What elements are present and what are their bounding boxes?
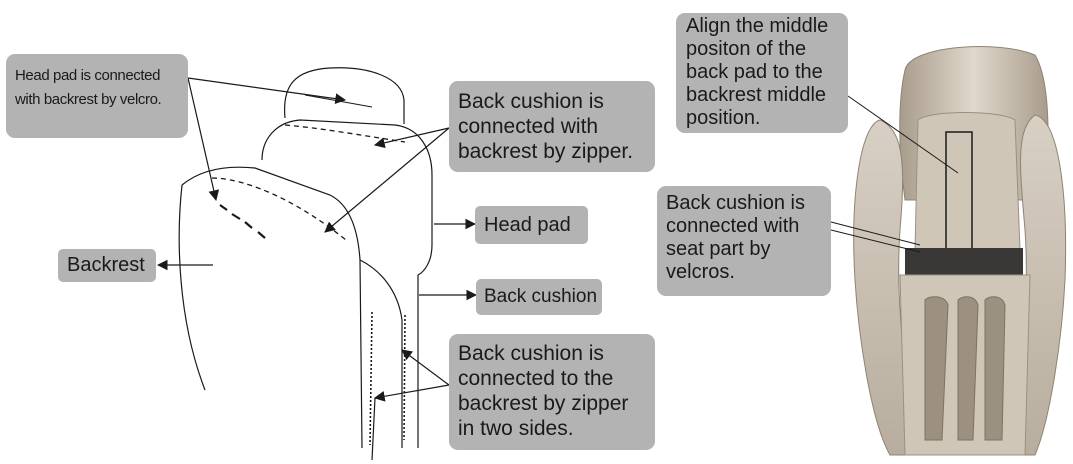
callout-back-cushion-zipper: Back cushion is connected with backrest … xyxy=(449,81,655,172)
callout-align-middle: Align the middle positon of the back pad… xyxy=(676,13,848,133)
callout-back-cushion-two-sides: Back cushion is connected to the backres… xyxy=(449,334,655,450)
chair-back-pad xyxy=(915,113,1020,251)
label-head-pad: Head pad xyxy=(475,206,588,244)
callout-seat-velcros: Back cushion is connected with seat part… xyxy=(657,186,831,296)
label-back-cushion: Back cushion xyxy=(476,279,602,315)
chair-seat-band xyxy=(905,248,1023,276)
callout-headpad-velcro: Head pad is connected with backrest by v… xyxy=(6,54,188,138)
label-backrest: Backrest xyxy=(58,249,156,282)
